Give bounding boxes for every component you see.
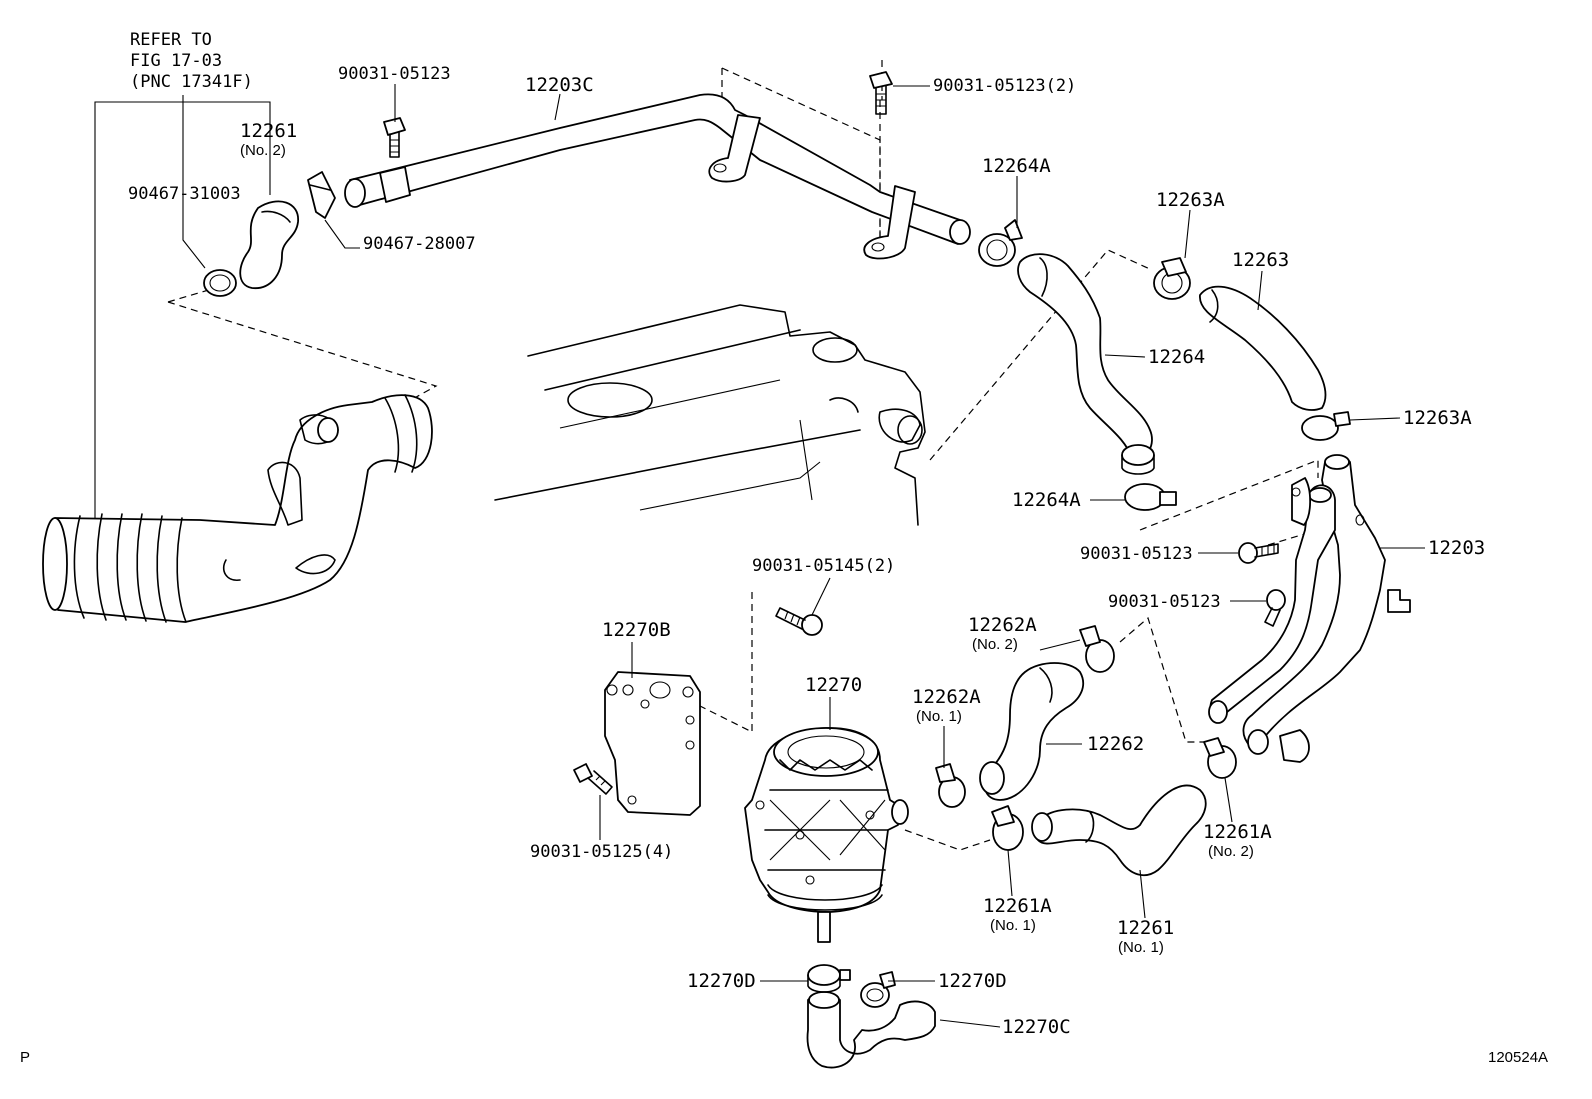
label-12264A-bottom: 12264A <box>1012 489 1081 511</box>
pipe-12203 <box>1208 454 1411 763</box>
label-12263A-right: 12263A <box>1403 407 1472 429</box>
label-12264A-top: 12264A <box>982 155 1051 177</box>
label-12270C: 12270C <box>1002 1016 1071 1038</box>
corner-code-right: 120524A <box>1488 1049 1548 1066</box>
bracket-12270B <box>604 671 701 816</box>
label-12262A-no2-sub: (No. 2) <box>972 636 1018 653</box>
label-12270D-right: 12270D <box>938 970 1007 992</box>
hose-12261-no2 <box>203 171 336 297</box>
air-pump-12270 <box>744 727 909 943</box>
label-12262A-no1: 12262A <box>912 686 981 708</box>
label-12203C: 12203C <box>525 74 594 96</box>
reference-bracket <box>94 95 271 520</box>
bolt-90031-05123-top <box>383 117 406 158</box>
label-12261A-no2: 12261A <box>1203 821 1272 843</box>
bolt-90031-05145-2 <box>775 607 823 636</box>
label-12270D-left: 12270D <box>687 970 756 992</box>
label-90031-05125-4: 90031-05125(4) <box>530 842 673 862</box>
corner-code-left: P <box>20 1049 30 1066</box>
air-cleaner-hose <box>42 394 433 623</box>
label-12263: 12263 <box>1232 249 1289 271</box>
label-90467-28007: 90467-28007 <box>363 234 476 254</box>
label-12261-no1-sub: (No. 1) <box>1118 939 1164 956</box>
hose-12261-no1 <box>991 737 1237 877</box>
engine-block <box>494 304 926 526</box>
bolt-90031-05125-4 <box>573 763 613 795</box>
pipe-12203C <box>344 93 971 260</box>
refer-line-2: FIG 17-03 <box>130 51 222 71</box>
leader-lines <box>324 84 1425 1028</box>
label-90031-05145-2: 90031-05145(2) <box>752 556 895 576</box>
refer-line-1: REFER TO <box>130 30 212 50</box>
label-12261-no2: 12261 <box>240 120 297 142</box>
bolt-90031-05123-mid <box>1238 542 1279 564</box>
label-12261-no2-sub: (No. 2) <box>240 142 286 159</box>
label-12203: 12203 <box>1428 537 1485 559</box>
label-12263A-top: 12263A <box>1156 189 1225 211</box>
label-12261A-no1: 12261A <box>983 895 1052 917</box>
label-12262A-no1-sub: (No. 1) <box>916 708 962 725</box>
hose-12262 <box>935 625 1115 808</box>
hose-12264 <box>978 219 1177 511</box>
label-12262: 12262 <box>1087 733 1144 755</box>
label-12270B: 12270B <box>602 619 671 641</box>
bolts <box>383 71 1286 795</box>
label-12264: 12264 <box>1148 346 1205 368</box>
label-12261A-no2-sub: (No. 2) <box>1208 843 1254 860</box>
hose-12263 <box>1153 257 1351 441</box>
label-90467-31003: 90467-31003 <box>128 184 241 204</box>
label-12261A-no1-sub: (No. 1) <box>990 917 1036 934</box>
hose-12270C <box>806 964 936 1069</box>
label-90031-05123-top: 90031-05123 <box>338 64 451 84</box>
refer-line-3: (PNC 17341F) <box>130 72 253 92</box>
label-90031-05123-low: 90031-05123 <box>1108 592 1221 612</box>
label-90031-05123-mid: 90031-05123 <box>1080 544 1193 564</box>
bolt-90031-05123-low <box>1264 589 1286 627</box>
label-12270: 12270 <box>805 674 862 696</box>
labels: REFER TO FIG 17-03 (PNC 17341F) 12261 (N… <box>20 30 1548 1066</box>
label-12261-no1: 12261 <box>1117 917 1174 939</box>
bolt-90031-05123-2 <box>869 71 893 115</box>
label-90031-05123-2: 90031-05123(2) <box>933 76 1076 96</box>
label-12262A-no2: 12262A <box>968 614 1037 636</box>
